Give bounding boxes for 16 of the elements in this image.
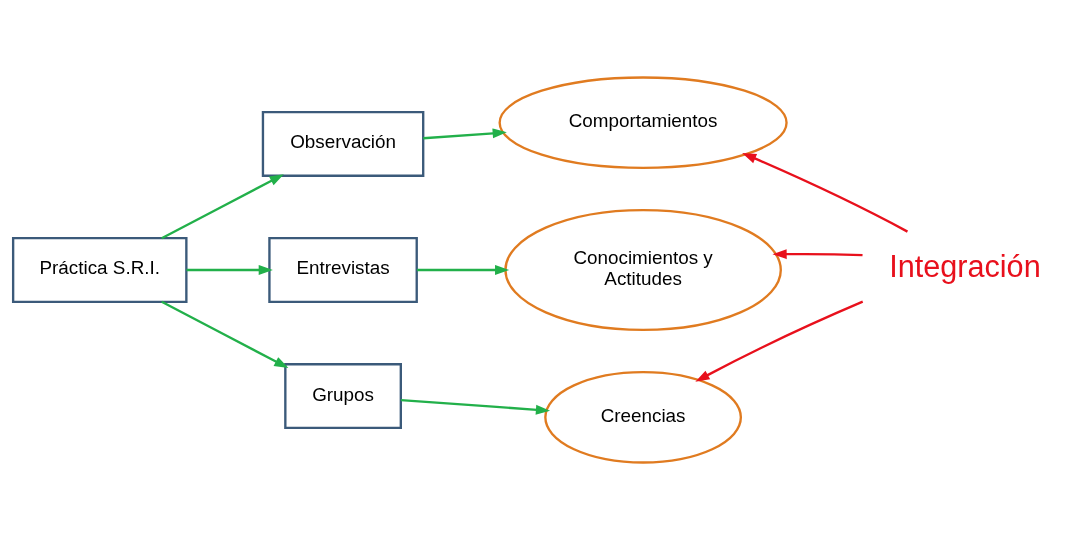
node-box: Observación [261, 110, 425, 177]
arrow [695, 300, 864, 382]
node-ellipse: Comportamientos [498, 76, 788, 170]
node-box: Grupos [284, 363, 402, 430]
arrow [161, 300, 289, 369]
node-ellipse: Conocimientos y Actitudes [504, 208, 782, 332]
arrow [161, 174, 284, 240]
arrow [417, 265, 510, 275]
node-box: Entrevistas [268, 237, 418, 303]
node-box: Práctica S.R.I. [11, 237, 188, 303]
arrow [772, 249, 863, 260]
arrow [186, 265, 273, 275]
arrow [400, 398, 551, 415]
arrow [742, 153, 909, 233]
node-text: Integración [889, 249, 1041, 284]
arrow [423, 128, 507, 140]
